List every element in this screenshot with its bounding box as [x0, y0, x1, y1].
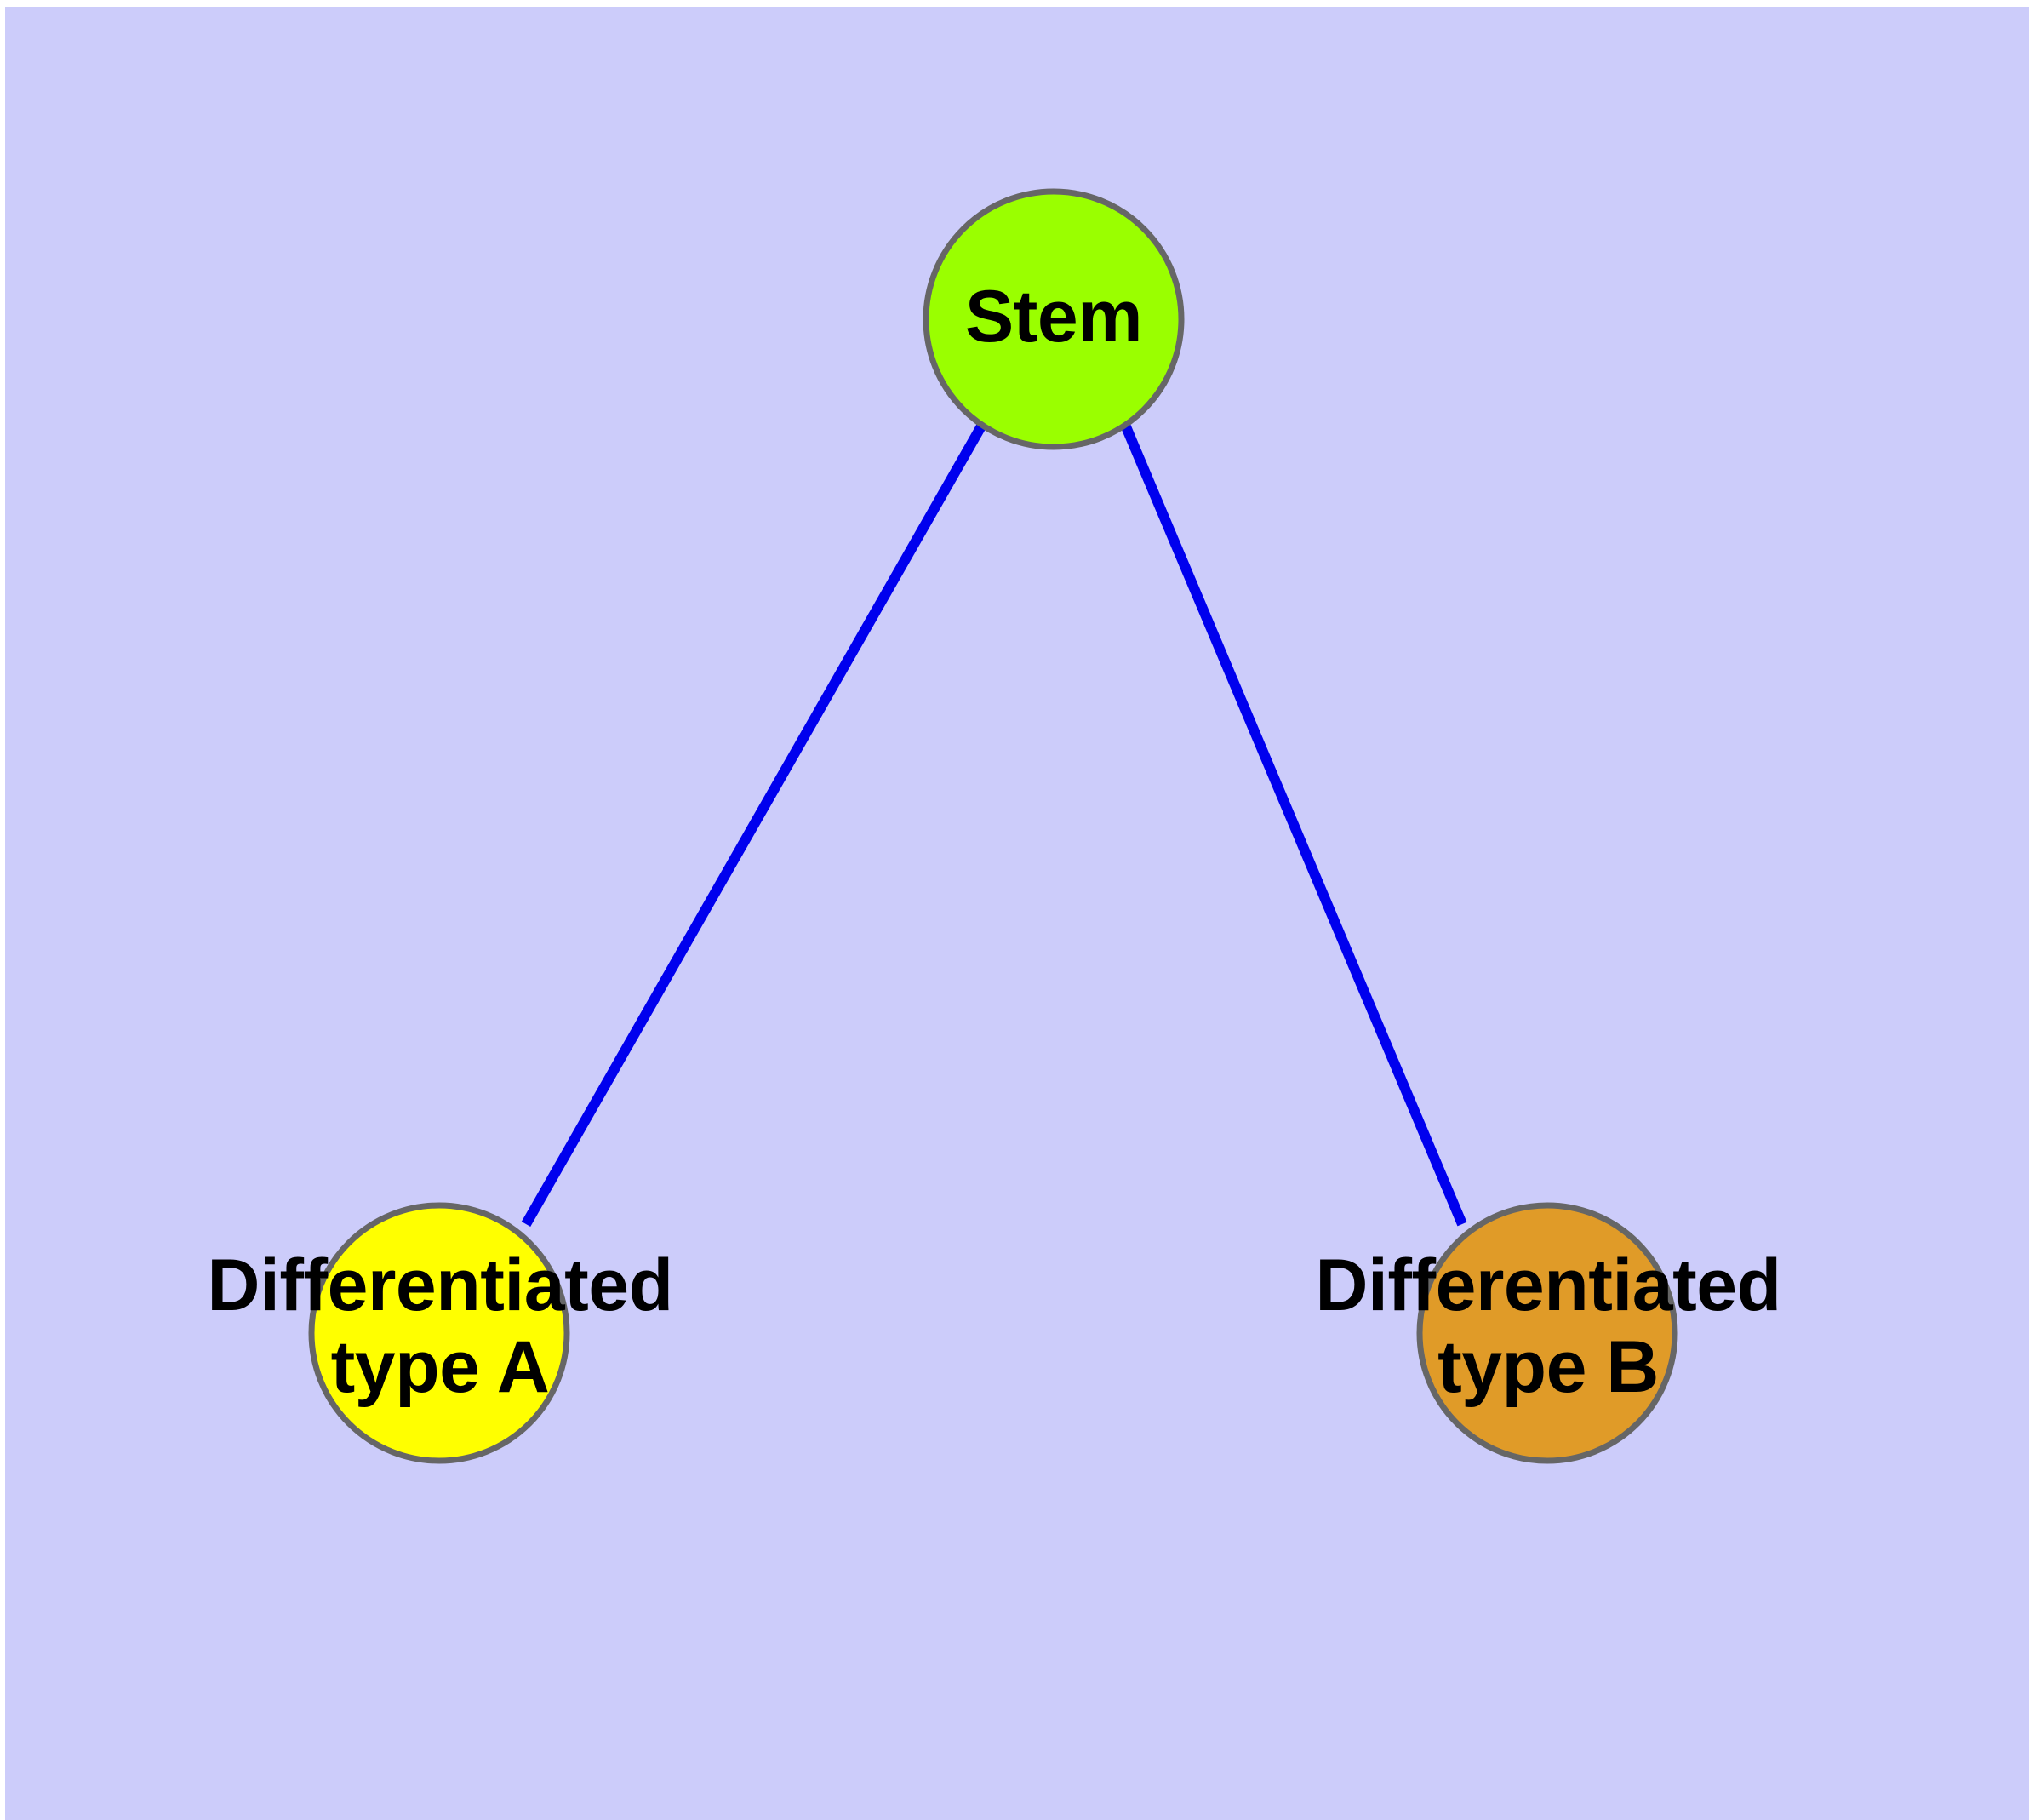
edge-stem-to-type-a — [521, 422, 987, 1227]
edge-stem-to-type-b — [1120, 422, 1467, 1227]
edge-layer — [521, 422, 1467, 1227]
node-differentiated-type-a[interactable] — [308, 1202, 570, 1464]
node-stem[interactable] — [923, 188, 1185, 450]
node-layer — [308, 188, 1678, 1464]
node-differentiated-type-b[interactable] — [1416, 1202, 1678, 1464]
